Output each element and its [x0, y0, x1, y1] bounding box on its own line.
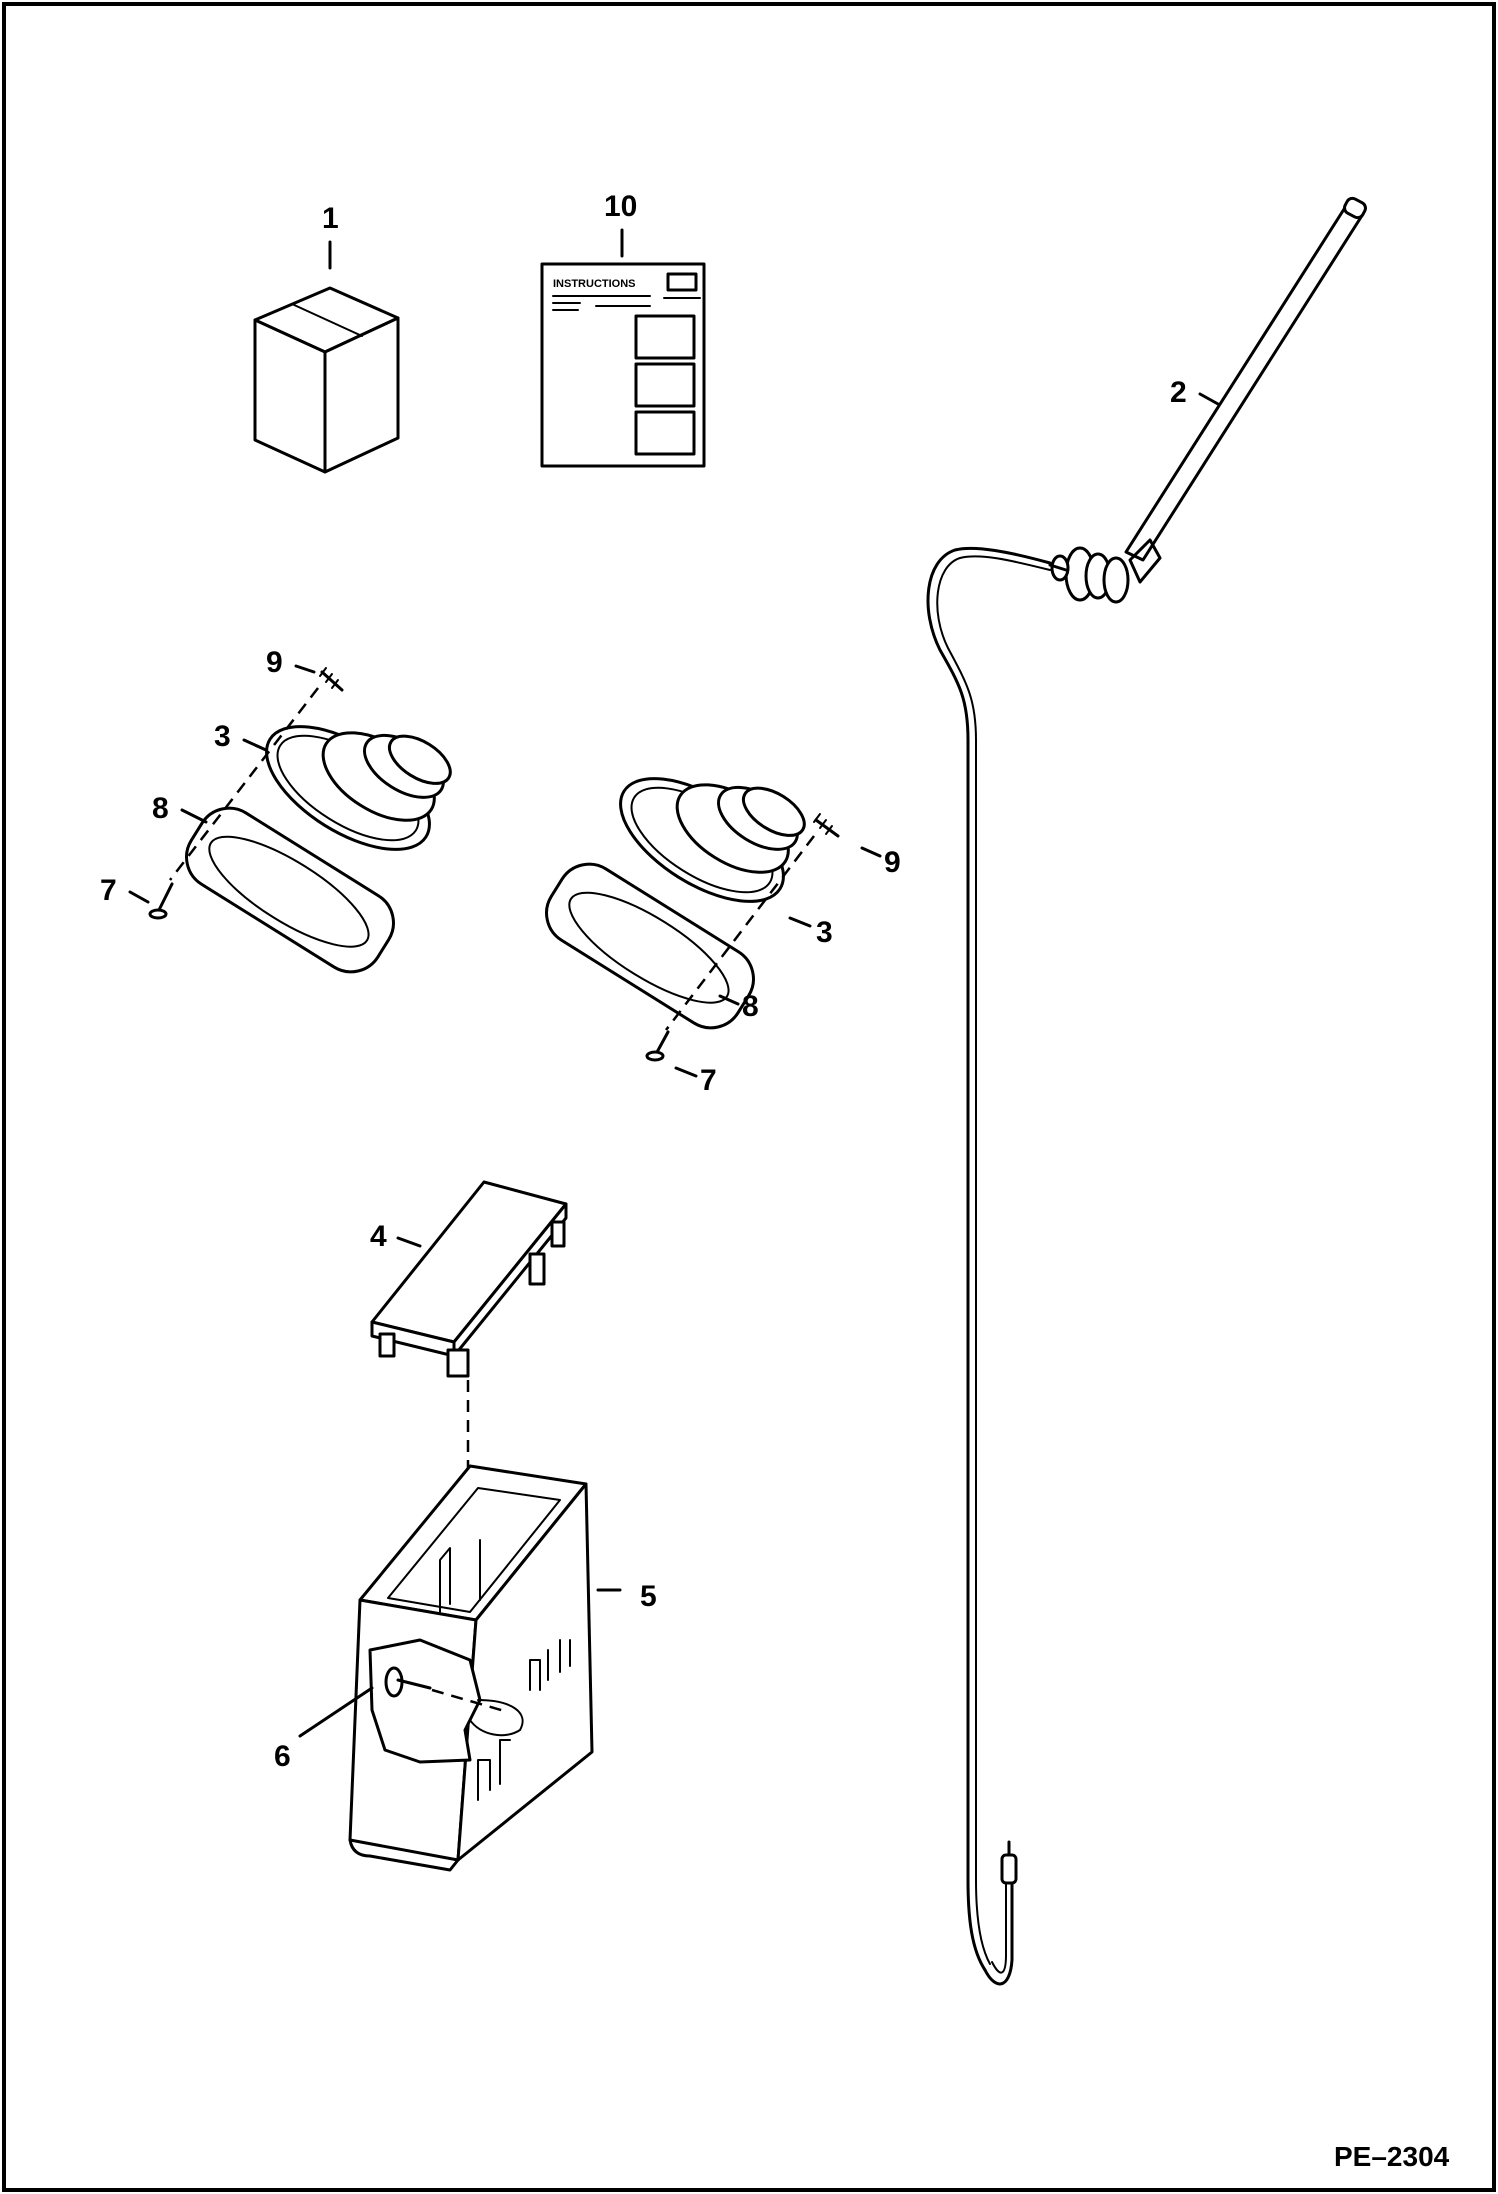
callout-3-left: 3: [214, 720, 231, 753]
speaker-set-right: [545, 777, 840, 1062]
callout-5: 5: [640, 1580, 657, 1613]
part-console-housing: [348, 1464, 594, 1872]
part-box: [253, 286, 400, 474]
callout-4: 4: [370, 1220, 387, 1253]
callout-8-left: 8: [152, 792, 169, 825]
callout-8-right: 8: [742, 990, 759, 1023]
callout-9-left: 9: [266, 646, 283, 679]
callout-10: 10: [604, 190, 637, 223]
callout-9-right: 9: [884, 846, 901, 879]
callout-labels: 1 10 2 9 3 8 7 9 3 8 7 4 5 6: [100, 190, 1187, 1773]
part-instruction-sheet: INSTRUCTIONS: [540, 262, 706, 468]
callout-2: 2: [1170, 376, 1187, 409]
part-antenna: [926, 196, 1367, 1986]
callout-3-right: 3: [816, 916, 833, 949]
leader-lines: [128, 228, 1220, 1738]
part-lid: [370, 1180, 568, 1378]
drawing-code: PE–2304: [1334, 2141, 1450, 2172]
callout-6: 6: [274, 1740, 291, 1773]
instructions-heading: INSTRUCTIONS: [553, 278, 636, 290]
part-screw-inside: [384, 1666, 404, 1698]
speaker-set-left: [148, 667, 452, 974]
callout-1: 1: [322, 202, 339, 235]
callout-7-left: 7: [100, 874, 117, 907]
callout-7-right: 7: [700, 1064, 717, 1097]
